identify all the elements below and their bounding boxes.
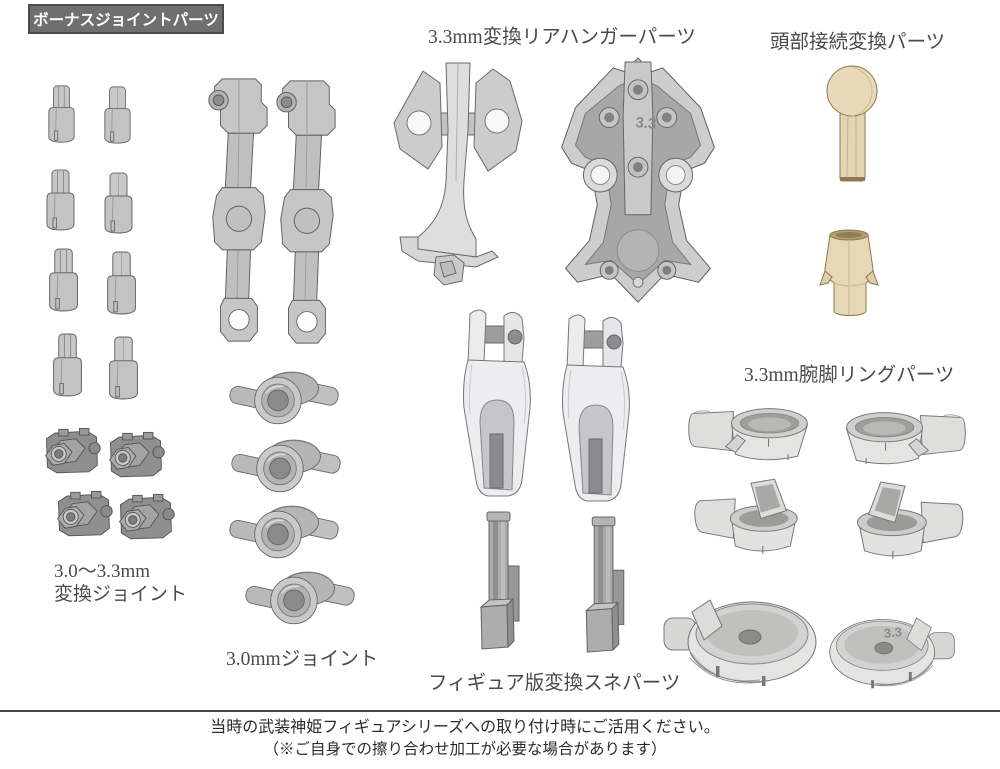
- label-arm-leg-ring: 3.3mm腕脚リングパーツ: [744, 365, 955, 386]
- footer-note: 当時の武装神姫フィギュアシリーズへの取り付け時にご活用ください。 （※ご自身での…: [0, 716, 930, 760]
- bonus-joint-parts-badge: ボーナスジョイントパーツ: [28, 4, 224, 34]
- footer-divider-line: [0, 710, 1000, 712]
- label-figure-shin: フィギュア版変換スネパーツ: [428, 673, 681, 694]
- label-rear-hanger: 3.3mm変換リアハンガーパーツ: [428, 27, 696, 48]
- arm-leg-ring-small-1: [688, 408, 808, 461]
- convert-joint-slotted-4: [53, 333, 82, 397]
- footer-note-line2: （※ご自身での擦り合わせ加工が必要な場合があります）: [263, 741, 667, 758]
- shin-fork-clamp-1: [462, 309, 531, 497]
- hex-socket-adapter-4: [119, 493, 175, 540]
- hex-socket-adapter-1: [45, 427, 101, 474]
- convert-joint-slotted-1: [48, 85, 75, 143]
- convert-joint-plain-2: [104, 172, 133, 234]
- label-convert-joint-line2: 変換ジョイント: [54, 584, 188, 605]
- ring-disc-molded-mark: 3.3: [883, 624, 903, 641]
- badge-label: ボーナスジョイントパーツ: [33, 12, 219, 29]
- arm-leg-ring-small-2: [846, 412, 966, 465]
- rear-hanger-front-part: [393, 62, 523, 286]
- hex-socket-adapter-2: [109, 431, 165, 478]
- shin-rod-part-1: [480, 511, 520, 650]
- articulated-arm-joint-2: [276, 80, 336, 344]
- cylinder-joint-30mm-4: [244, 571, 356, 625]
- footer-note-line1: 当時の武装神姫フィギュアシリーズへの取り付け時にご活用ください。: [210, 719, 720, 736]
- arm-leg-ring-small-3: [694, 478, 798, 555]
- convert-joint-slotted-3: [49, 248, 78, 312]
- label-convert-joint: 3.0～3.3mm 変換ジョイント: [54, 560, 187, 606]
- head-ball-neck-part: [826, 65, 878, 182]
- convert-joint-plain-3: [107, 251, 136, 315]
- shin-fork-clamp-2: [561, 314, 630, 502]
- shin-rod-part-2: [585, 516, 625, 653]
- cylinder-joint-30mm-3: [228, 505, 340, 559]
- cylinder-joint-30mm-2: [230, 439, 342, 493]
- convert-joint-plain-4: [109, 336, 138, 400]
- label-joint-30mm: 3.0mmジョイント: [226, 649, 379, 670]
- convert-joint-plain-1: [104, 86, 131, 144]
- arm-leg-ring-small-4: [856, 481, 964, 560]
- rear-hanger-back-part: [561, 57, 715, 303]
- head-neck-sleeve-part: [819, 229, 879, 317]
- articulated-arm-joint-1: [208, 78, 268, 342]
- cylinder-joint-30mm-1: [228, 371, 340, 425]
- convert-joint-slotted-2: [46, 169, 75, 231]
- hex-socket-adapter-3: [57, 490, 113, 537]
- arm-leg-ring-disc-1: [663, 599, 817, 687]
- rear-hanger-molded-mark: 3.3: [635, 114, 657, 133]
- label-convert-joint-line1: 3.0～3.3mm: [54, 561, 151, 582]
- label-head-connect: 頭部接続変換パーツ: [770, 32, 946, 53]
